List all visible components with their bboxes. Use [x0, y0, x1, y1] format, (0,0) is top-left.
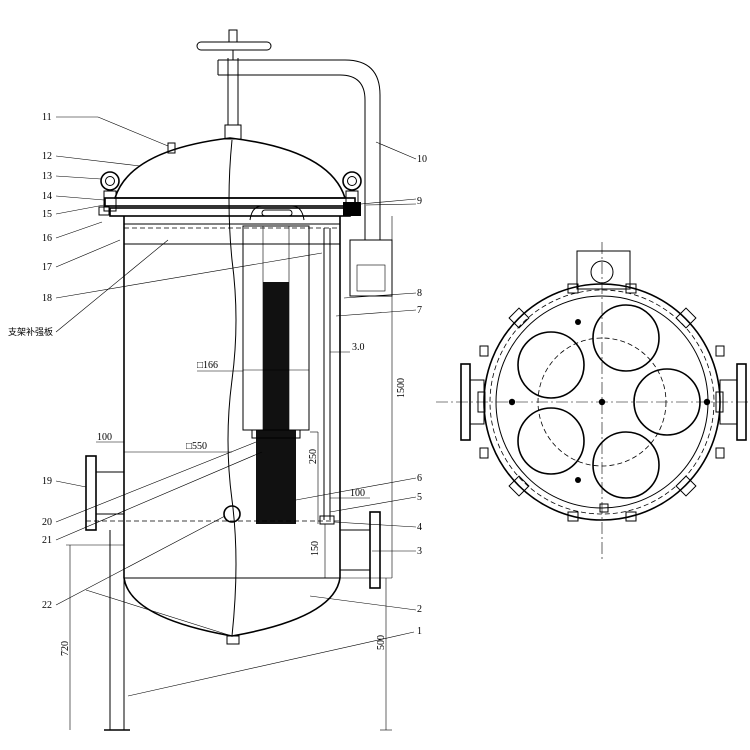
plan-bolt-circle — [489, 289, 715, 515]
callout-15: 15 — [42, 209, 52, 220]
callout-21: 21 — [42, 535, 52, 546]
plan-pitch-circle — [537, 337, 667, 467]
bottom-head — [123, 577, 341, 637]
body-flange — [109, 207, 351, 217]
plan-davit-lug — [576, 250, 631, 290]
cover-flange — [104, 197, 356, 207]
callout-20: 20 — [42, 517, 52, 528]
dim-outlet-offset: 100 — [350, 488, 365, 499]
side-elevation-view: 1 2 3 4 5 6 7 8 9 10 11 12 13 14 15 16 1… — [8, 29, 427, 731]
top-plan-view — [436, 242, 748, 560]
eye-bolt-right — [342, 171, 362, 216]
inlet-nozzle — [85, 455, 125, 531]
plan-bag-hole-bottom — [592, 431, 660, 499]
drain-nozzle — [226, 635, 240, 645]
callout-18: 18 — [42, 293, 52, 304]
plan-bag-hole-right — [633, 368, 701, 436]
callout-10: 10 — [417, 154, 427, 165]
outlet-nozzle — [339, 511, 381, 589]
callout-4: 4 — [417, 522, 422, 533]
support-ring — [123, 223, 341, 245]
callout-19: 19 — [42, 476, 52, 487]
dim-inlet-offset: 100 — [97, 432, 112, 443]
plan-bag-hole-top — [592, 304, 660, 372]
davit-guide-box — [349, 239, 393, 297]
dim-support-height: 720 — [60, 641, 71, 656]
annotation-bracket-reinforcement: 支架补强板 — [8, 326, 53, 338]
dim-bag-length: 250 — [308, 449, 319, 464]
dim-outlet-height: 150 — [310, 541, 321, 556]
callout-3: 3 — [417, 546, 422, 557]
callout-22: 22 — [42, 600, 52, 611]
dim-bag-diameter: □166 — [197, 360, 218, 371]
support-legs — [104, 530, 392, 731]
eye-bolt-left — [98, 171, 120, 216]
plan-bolt-lugs — [477, 283, 725, 522]
callout-12: 12 — [42, 151, 52, 162]
callout-6: 6 — [417, 473, 422, 484]
dim-wall-gap: 3.0 — [352, 342, 365, 353]
dim-vessel-diameter: □550 — [186, 441, 207, 452]
davit-arm — [217, 59, 381, 240]
callout-1: 1 — [417, 626, 422, 637]
handwheel — [196, 29, 272, 60]
dimension-lines — [69, 216, 393, 731]
plan-bag-hole-left — [517, 331, 585, 399]
callout-5: 5 — [417, 492, 422, 503]
vent-nozzle — [167, 142, 176, 154]
break-line — [227, 139, 237, 637]
callout-17: 17 — [42, 262, 52, 273]
plan-bag-hole-bottom-left — [517, 407, 585, 475]
filter-bag — [242, 225, 310, 431]
bag-handle — [249, 205, 305, 221]
dim-leg-height: 500 — [376, 635, 387, 650]
callout-11: 11 — [42, 112, 52, 123]
callout-2: 2 — [417, 604, 422, 615]
callout-16: 16 — [42, 233, 52, 244]
plan-inlet-flange — [460, 363, 485, 441]
sight-hole — [223, 505, 241, 523]
top-cover — [113, 137, 347, 199]
callout-8: 8 — [417, 288, 422, 299]
leader-lines — [55, 116, 417, 697]
callout-9: 9 — [417, 196, 422, 207]
plan-outlet-flange — [719, 363, 747, 441]
callout-14: 14 — [42, 191, 52, 202]
lifting-screw — [224, 58, 242, 140]
filter-basket — [251, 429, 301, 524]
callout-13: 13 — [42, 171, 52, 182]
dim-total-height: 1500 — [396, 378, 407, 398]
callout-7: 7 — [417, 305, 422, 316]
